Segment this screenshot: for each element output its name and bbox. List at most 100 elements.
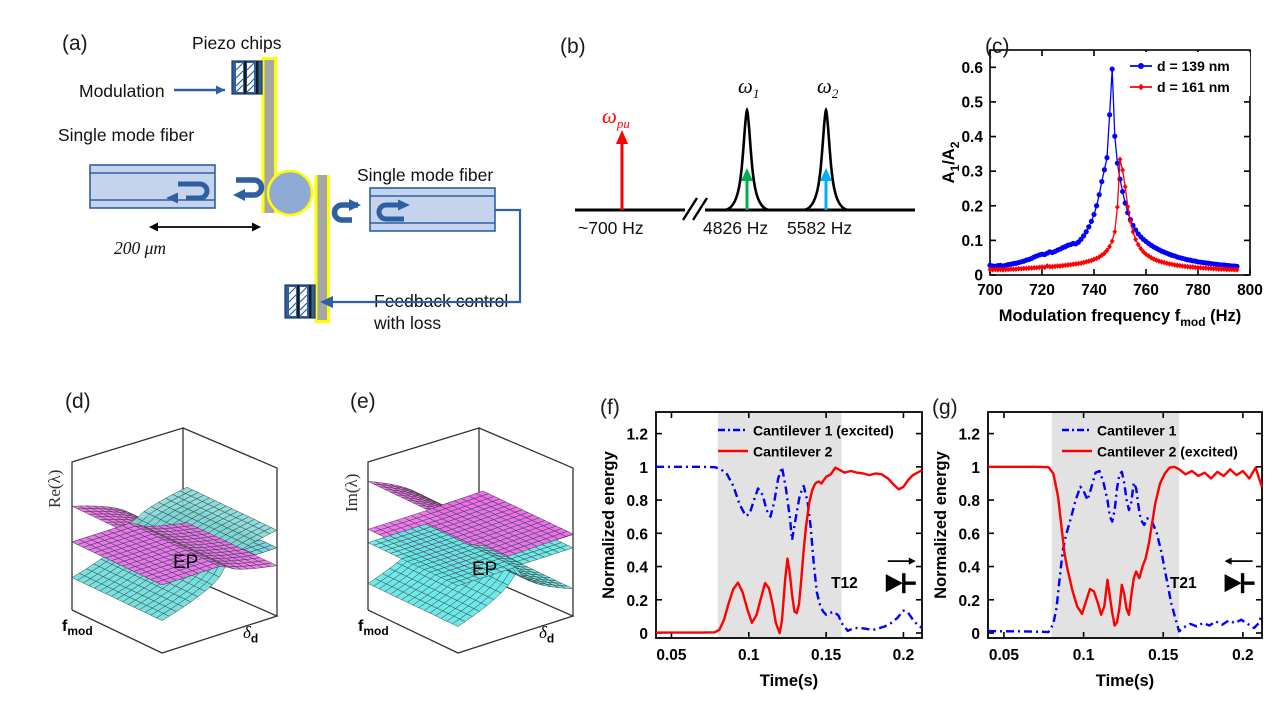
panel-b-label: (b) <box>560 35 586 58</box>
panel-d: (d) EP Re(λ) fmod δd <box>45 380 345 690</box>
data-point <box>1039 264 1045 270</box>
data-point <box>1026 265 1032 271</box>
legend-marker <box>1138 83 1144 91</box>
data-point <box>1094 203 1100 209</box>
xaxis-label: Time(s) <box>1096 672 1154 690</box>
data-point <box>1234 263 1240 269</box>
panel-e-yaxis-label: δd <box>539 623 555 646</box>
panel-c-yaxis-label: A1/A2 <box>940 141 962 183</box>
y-tick-label: 1.2 <box>958 427 980 444</box>
legend-label: d = 139 nm <box>1157 58 1230 74</box>
x-tick-label: 0.05 <box>656 647 687 664</box>
data-point <box>1088 218 1094 224</box>
transfer-annotation-label: T21 <box>1170 575 1197 592</box>
piezo-chip-top <box>231 60 263 95</box>
panel-d-xaxis-label: fmod <box>62 618 93 639</box>
data-point <box>1208 265 1214 272</box>
y-tick-label: 0.6 <box>961 60 983 77</box>
x-tick-label: 0.15 <box>811 647 842 664</box>
data-point <box>1120 188 1126 195</box>
diode-triangle-icon <box>885 574 903 593</box>
x-tick-label: 0.1 <box>1073 647 1095 664</box>
pump-frequency-label: ~700 Hz <box>578 218 644 238</box>
y-tick-label: 0 <box>971 626 980 643</box>
y-tick-label: 0.8 <box>958 493 980 510</box>
panel-c-label: (c) <box>985 35 1010 58</box>
y-tick-label: 0.2 <box>961 198 983 215</box>
x-tick-label: 740 <box>1081 282 1107 299</box>
legend-marker <box>1138 63 1144 69</box>
yaxis-label: Normalized energy <box>600 450 618 598</box>
plot-frame <box>987 411 1263 639</box>
y-slash: /A <box>940 148 958 165</box>
x-tick-label: 780 <box>1185 282 1211 299</box>
surface-cell <box>155 613 170 621</box>
surface-cell <box>155 579 170 586</box>
x-tick-label: 0.15 <box>1148 647 1179 664</box>
data-point <box>1016 265 1021 272</box>
data-point <box>1065 262 1071 268</box>
x-tick-label: 720 <box>1029 282 1055 299</box>
data-point <box>1107 112 1113 118</box>
legend-label: Cantilever 1 <box>1097 423 1177 439</box>
panel-b-spectrum <box>575 107 915 221</box>
y-tick-label: 0.8 <box>626 493 648 510</box>
feedback-control-label-line2: with loss <box>374 313 442 333</box>
panel-b: (b) ωpu <box>545 20 935 280</box>
y-sub-2: 2 <box>948 141 962 148</box>
resonance-peak-1 <box>724 107 770 212</box>
xaxis-label: Time(s) <box>760 672 818 690</box>
omega-1-label: ω1 <box>738 74 760 102</box>
data-point <box>1109 66 1115 72</box>
shaded-region <box>717 412 842 638</box>
xaxis-sub: mod <box>1180 315 1205 329</box>
y-tick-label: 0 <box>974 268 983 285</box>
data-point <box>1182 263 1188 270</box>
x-tick-label: 0.2 <box>893 647 915 664</box>
legend-label: d = 161 nm <box>1157 79 1230 95</box>
data-point <box>1104 247 1110 254</box>
data-point <box>1117 156 1123 163</box>
data-point <box>1052 263 1058 270</box>
panel-a: (a) Piezo chips Modulation Single mode f… <box>0 0 540 360</box>
panel-d-yaxis-label: δd <box>243 623 259 646</box>
omega-2-label: ω2 <box>817 74 839 102</box>
y-tick-label: 0.6 <box>626 526 648 543</box>
spectrum-baseline <box>575 197 915 221</box>
panel-d-zaxis-label: Re(λ) <box>45 469 64 508</box>
data-point <box>1091 256 1097 263</box>
x-tick-label: 0.1 <box>738 647 760 664</box>
xaxis-unit: (Hz) <box>1206 307 1242 325</box>
series-line <box>656 466 923 635</box>
data-point <box>995 266 1001 273</box>
omega2-frequency-label: 5582 Hz <box>787 218 853 238</box>
x-tick-label: 760 <box>1133 282 1159 299</box>
data-point <box>1234 266 1240 273</box>
microsphere <box>266 169 314 217</box>
blue-drive-arrow <box>820 168 832 210</box>
data-point <box>1221 266 1227 273</box>
fiber-right <box>369 187 496 232</box>
surface-cyan-e2 <box>367 523 574 589</box>
modulation-arrow <box>174 85 225 95</box>
gap-distance-label: 200 μm <box>114 238 167 258</box>
y-tick-label: 0.3 <box>961 164 983 181</box>
y-tick-label: 1 <box>639 460 648 477</box>
panel-g-label: (g) <box>932 396 958 419</box>
legend-bg-c <box>1122 52 1250 96</box>
coupling-arrow-upper <box>233 177 265 201</box>
data-point <box>1130 228 1136 235</box>
data-point <box>1143 251 1149 258</box>
surface-magenta-d2 <box>71 522 278 586</box>
shaded-region <box>1051 412 1180 638</box>
single-mode-fiber-right-label: Single mode fiber <box>357 165 494 185</box>
data-point <box>1156 258 1162 265</box>
cantilever-2 <box>314 175 330 323</box>
panel-d-label: (d) <box>65 390 91 413</box>
panel-e: (e) EP Im(λ) fmod δd <box>300 380 590 690</box>
data-point <box>1101 167 1107 173</box>
cantilever-1 <box>261 57 277 213</box>
piezo-chips-label: Piezo chips <box>192 33 282 53</box>
